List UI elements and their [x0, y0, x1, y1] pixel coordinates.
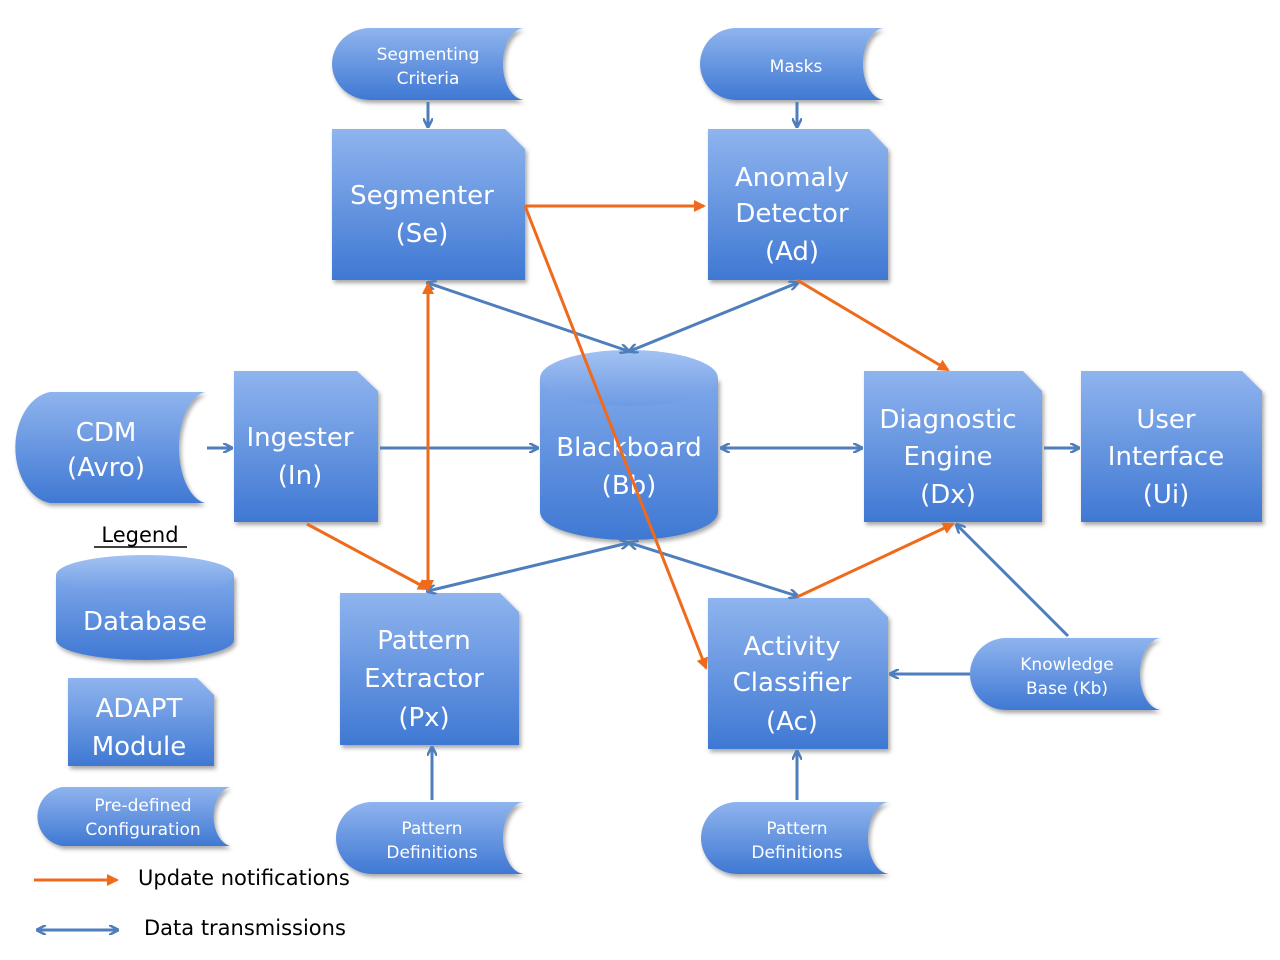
pattern-definitions-ac-label-1: Pattern — [766, 819, 827, 839]
legend-module-label-1: ADAPT — [96, 694, 183, 724]
legend-config: Pre-defined Configuration — [37, 787, 231, 846]
knowledge-base-label-1: Knowledge — [1020, 655, 1113, 675]
data-arrow-anomaly-blackboard — [630, 283, 797, 351]
knowledge-base-label-2: Base (Kb) — [1026, 679, 1108, 699]
activity-label-1: Activity — [743, 632, 840, 662]
data-arrow-segmenter-blackboard — [428, 283, 628, 351]
diagnostic-label-3: (Dx) — [920, 480, 976, 510]
pattern-label-2: Extractor — [364, 664, 484, 694]
user-interface-module: User Interface (Ui) — [1081, 371, 1262, 522]
pattern-label-1: Pattern — [377, 626, 471, 656]
legend-config-label-2: Configuration — [85, 820, 200, 840]
diagnostic-engine-module: Diagnostic Engine (Dx) — [864, 371, 1042, 522]
legend-database-label: Database — [83, 607, 207, 637]
anomaly-detector-module: Anomaly Detector (Ad) — [708, 129, 888, 280]
ingester-label-2: (In) — [278, 461, 322, 491]
segmenting-criteria-config: Segmenting Criteria — [332, 28, 525, 100]
legend-module-label-2: Module — [92, 732, 187, 762]
pattern-definitions-ac-label-2: Definitions — [751, 843, 842, 863]
cdm-label-2: (Avro) — [67, 453, 145, 483]
legend: Legend Database ADAPT Module Pre-defined… — [34, 523, 350, 940]
pattern-definitions-ac-config: Pattern Definitions — [701, 802, 890, 874]
legend-module: ADAPT Module — [68, 678, 214, 766]
pattern-extractor-module: Pattern Extractor (Px) — [340, 593, 519, 745]
ingester-module: Ingester (In) — [234, 371, 378, 522]
blackboard-label-2: (Bb) — [602, 471, 657, 501]
legend-data-label: Data transmissions — [144, 916, 346, 940]
data-arrow-blackboard-activity — [630, 543, 797, 596]
data-arrow-kb-to-diagnostic — [957, 525, 1070, 638]
segmenting-criteria-label-1: Segmenting — [377, 45, 480, 65]
legend-config-label-1: Pre-defined — [94, 796, 191, 816]
ui-label-2: Interface — [1108, 442, 1224, 472]
masks-label: Masks — [770, 57, 823, 77]
legend-update-label: Update notifications — [138, 866, 350, 890]
pattern-label-3: (Px) — [398, 703, 449, 733]
pattern-definitions-px-config: Pattern Definitions — [336, 802, 525, 874]
ui-label-1: User — [1136, 405, 1196, 435]
pattern-definitions-px-label-2: Definitions — [386, 843, 477, 863]
diagnostic-label-2: Engine — [903, 442, 992, 472]
legend-title: Legend — [101, 523, 178, 547]
activity-label-2: Classifier — [733, 668, 852, 698]
knowledge-base-config: Knowledge Base (Kb) — [970, 638, 1162, 710]
update-arrow-ingester-to-pattern — [306, 522, 430, 591]
ingester-label-1: Ingester — [246, 423, 353, 453]
legend-database: Database — [56, 555, 234, 660]
cdm-config: CDM (Avro) — [15, 392, 205, 503]
anomaly-label-3: (Ad) — [765, 237, 819, 267]
segmenting-criteria-label-2: Criteria — [397, 69, 460, 89]
masks-config: Masks — [700, 28, 885, 100]
update-arrow-anomaly-to-diagnostic — [796, 278, 950, 372]
segmenter-label-2: (Se) — [396, 219, 449, 249]
segmenter-module: Segmenter (Se) — [332, 129, 525, 280]
activity-label-3: (Ac) — [766, 707, 818, 737]
anomaly-label-2: Detector — [735, 199, 849, 229]
segmenter-label-1: Segmenter — [350, 181, 494, 211]
ui-label-3: (Ui) — [1143, 480, 1190, 510]
diagnostic-label-1: Diagnostic — [879, 405, 1016, 435]
anomaly-label-1: Anomaly — [735, 163, 849, 193]
update-arrow-segmenter-to-activity — [523, 205, 708, 670]
blackboard-database: Blackboard (Bb) — [540, 350, 718, 540]
pattern-definitions-px-label-1: Pattern — [401, 819, 462, 839]
blackboard-label-1: Blackboard — [556, 433, 701, 463]
cdm-label-1: CDM — [76, 418, 137, 448]
data-arrow-blackboard-pattern — [428, 543, 628, 591]
update-arrow-activity-to-diagnostic — [796, 522, 955, 599]
activity-classifier-module: Activity Classifier (Ac) — [708, 598, 888, 749]
